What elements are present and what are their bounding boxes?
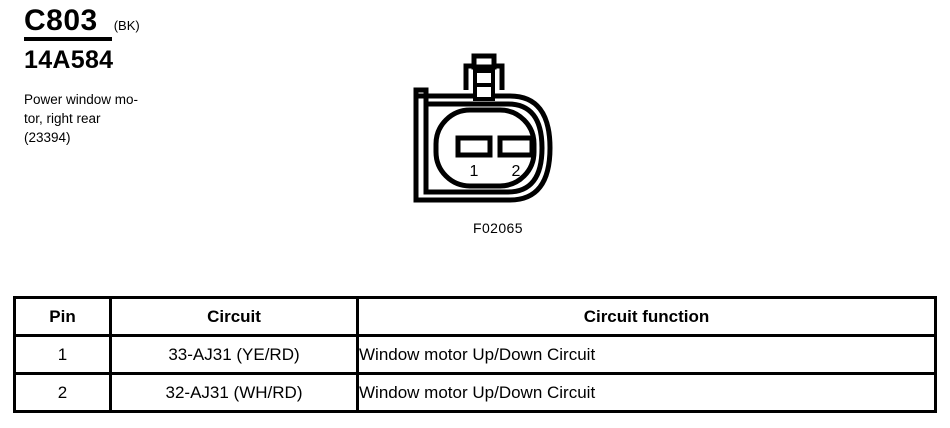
cell-circuit: 32-AJ31 (WH/RD) <box>109 372 359 413</box>
pin-terminal-2 <box>497 135 535 158</box>
description-line-3: (23394) <box>24 130 71 145</box>
connector-color-code: (BK) <box>113 18 140 33</box>
connector-header: C803 (BK) 14A584 Power window mo- tor, ri… <box>24 4 254 147</box>
pin-number-2: 2 <box>512 163 521 180</box>
cell-pin: 2 <box>13 372 112 413</box>
cell-circuit: 33-AJ31 (YE/RD) <box>109 334 359 375</box>
connector-illustration: 1 2 <box>413 53 553 203</box>
pin-terminal-1 <box>455 135 493 158</box>
connector-id: C803 <box>24 4 98 37</box>
part-number: 14A584 <box>24 46 114 74</box>
pin-number-1: 1 <box>470 163 479 180</box>
latch-cap <box>471 53 497 70</box>
column-header-circuit-function: Circuit function <box>356 296 937 337</box>
connector-id-row: C803 (BK) <box>24 4 254 41</box>
table-header-row: Pin Circuit Circuit function <box>13 296 937 337</box>
description-line-2: tor, right rear <box>24 111 101 126</box>
pin-table: Pin Circuit Circuit function 1 33-AJ31 (… <box>13 296 937 413</box>
connector-diagram: 1 2 F02065 <box>398 52 598 247</box>
connector-inner-shell <box>423 90 545 195</box>
table-row: 1 33-AJ31 (YE/RD) Window motor Up/Down C… <box>13 334 937 375</box>
connector-outer-shell <box>413 93 553 203</box>
connector-description: Power window mo- tor, right rear (23394) <box>24 90 254 147</box>
cell-pin: 1 <box>13 334 112 375</box>
cell-circuit-function: Window motor Up/Down Circuit <box>356 372 937 413</box>
connector-id-underline <box>24 37 112 41</box>
column-header-pin: Pin <box>13 296 112 337</box>
column-header-circuit: Circuit <box>109 296 359 337</box>
cell-circuit-function: Window motor Up/Down Circuit <box>356 334 937 375</box>
diagram-caption: F02065 <box>473 220 523 236</box>
table-row: 2 32-AJ31 (WH/RD) Window motor Up/Down C… <box>13 372 937 413</box>
description-line-1: Power window mo- <box>24 92 139 107</box>
connector-top-shoulder <box>413 87 429 104</box>
